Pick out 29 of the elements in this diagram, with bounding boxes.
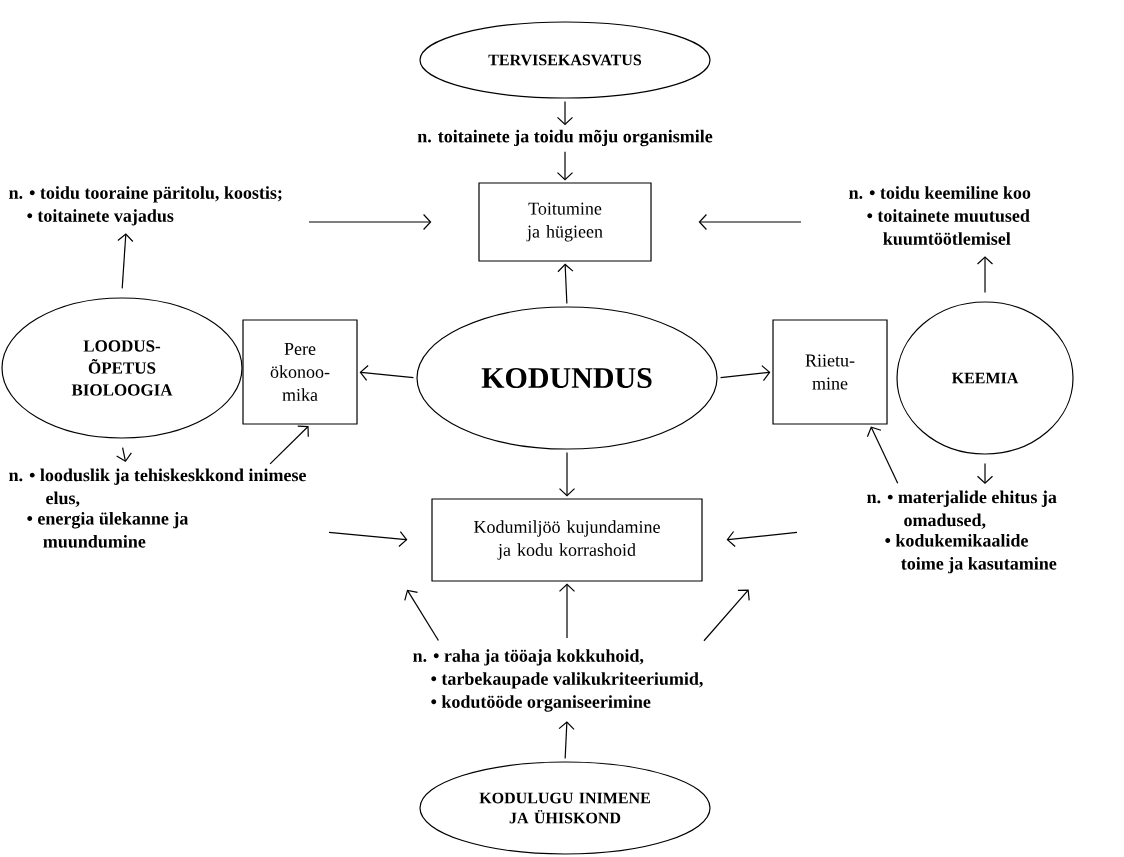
example-text: n. • toidu tooraine päritolu, koostis; • toitainete vajadus xyxy=(9,186,282,226)
example-text: n. toitainete ja toidu mõju organismile xyxy=(417,129,713,147)
arrow xyxy=(558,721,575,759)
arrow xyxy=(558,452,576,497)
arrow xyxy=(556,101,574,126)
arrow xyxy=(726,530,798,548)
topic-box: Kodumiljöö kujundamine ja kodu korrashoid xyxy=(431,498,703,582)
topic-box: Pere ökonoo- mika xyxy=(242,319,358,425)
example-text: n. • raha ja tööaja kokkuhoid, • tarbekaupade valikukriteeriumid, • kodutööde organiseerimine xyxy=(413,649,703,712)
arrow xyxy=(359,364,415,382)
arrow xyxy=(703,589,750,642)
arrow xyxy=(308,213,432,231)
arrow xyxy=(556,151,574,181)
topic-box: Riietu- mine xyxy=(772,319,888,425)
arrow xyxy=(269,425,309,465)
arrow xyxy=(557,263,574,304)
example-text: n. • materjalide ehitus ja omadused, • kodukemikaalide toime ja kasutamine xyxy=(867,490,1057,574)
arrow xyxy=(558,583,576,639)
example-text: n. • looduslik ja tehiskeskkond inimese elus, • energia ülekanne ja muundumine xyxy=(9,468,306,548)
arrow xyxy=(328,531,408,548)
example-text: n. • toidu keemiline koo • toitainete muutused kuumtöötlemisel xyxy=(849,186,1031,245)
arrow xyxy=(866,426,899,484)
arrow xyxy=(404,589,440,642)
arrow xyxy=(698,213,802,231)
topic-box: Toitumine ja hügieen xyxy=(478,182,652,262)
arrow xyxy=(976,256,994,293)
arrow xyxy=(720,365,771,382)
arrow xyxy=(117,233,134,289)
arrow xyxy=(976,463,994,484)
